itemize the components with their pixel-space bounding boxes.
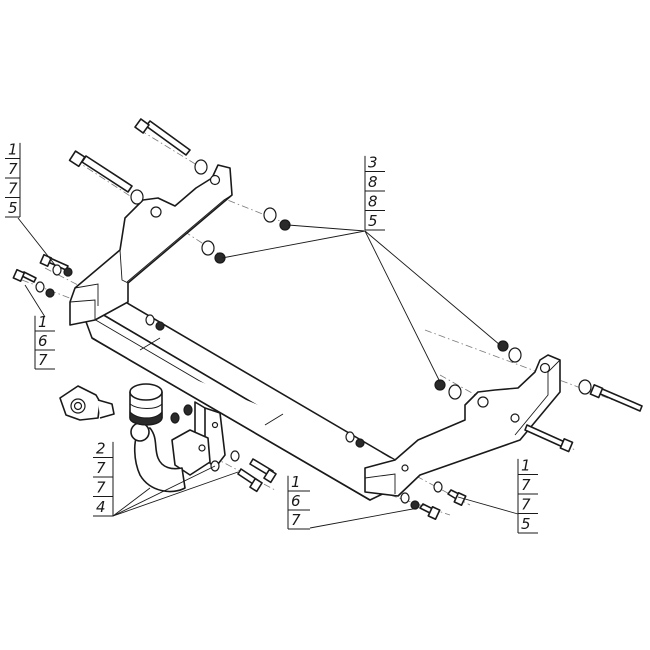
callout-digit: 7 (521, 496, 531, 514)
right-side-bracket (364, 354, 561, 497)
bolt-left-2 (12, 268, 37, 283)
bolt-bottom-3 (419, 503, 441, 521)
bolt-left-1 (39, 253, 69, 271)
callout-digit: 2 (96, 440, 106, 458)
callout-digit: 1 (521, 457, 531, 475)
callout-digit: 7 (96, 479, 106, 497)
bolt-right-2 (524, 424, 574, 453)
bolt-right-1 (589, 384, 643, 412)
callout-digit: 6 (38, 332, 48, 350)
callout-digit: 8 (368, 173, 378, 191)
callout-bottom-mid: 167 (287, 473, 310, 530)
callout-digit: 7 (8, 160, 18, 178)
callout-digit: 7 (521, 476, 531, 494)
bolt-bottom-4 (447, 489, 467, 507)
callout-digit: 7 (8, 180, 18, 198)
callout-digit: 1 (291, 473, 301, 491)
callout-digit: 1 (8, 141, 18, 159)
callout-left-mid: 167 (34, 313, 55, 370)
bolt-top-1 (134, 118, 191, 156)
callout-digit: 1 (38, 313, 48, 331)
callout-digit: 7 (291, 511, 301, 529)
socket-plate (59, 385, 115, 421)
callout-digit: 5 (8, 199, 18, 217)
callout-digit: 4 (96, 498, 106, 516)
left-side-bracket (69, 164, 233, 326)
bolt-bottom-1 (237, 468, 263, 493)
callout-digit: 5 (521, 515, 531, 533)
callout-digit: 6 (291, 492, 301, 510)
socket-cap (129, 383, 163, 426)
callout-digit: 8 (368, 193, 378, 211)
callout-digit: 7 (96, 459, 106, 477)
bolt-top-2 (68, 150, 133, 193)
tow-ball-mount (130, 401, 226, 493)
callout-leaders (17, 217, 519, 529)
callout-digit: 3 (368, 154, 378, 172)
crossbar-beam (77, 289, 396, 501)
callout-digit: 5 (368, 212, 378, 230)
bolt-bottom-2 (249, 458, 277, 484)
callout-digit: 7 (38, 351, 48, 369)
